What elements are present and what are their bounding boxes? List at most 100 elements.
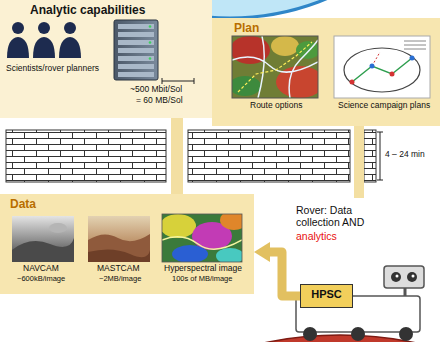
- camera-name: MASTCAM: [97, 264, 140, 274]
- hyperspectral-image: [160, 210, 248, 264]
- person-icon-part: [12, 22, 24, 34]
- image-size-slot: ~600kB/image: [17, 275, 65, 284]
- bandwidth-note-slot: = 60 MB/Sol: [136, 96, 183, 106]
- node-heading: Data: [10, 197, 36, 211]
- route-map-part: [232, 36, 318, 98]
- hpsc-chip: HPSC: [300, 284, 353, 308]
- rover-caption-slot: Rover: Data collection AND: [296, 204, 392, 228]
- server-icon-part: [118, 48, 154, 53]
- image-size: ~600kB/image: [17, 275, 65, 284]
- camera-name-slot: Hyperspectral image: [164, 264, 242, 274]
- mastcam-image-part: [88, 249, 150, 262]
- rover-figure: [296, 266, 424, 341]
- person-icon-part: [59, 37, 81, 58]
- mastcam-image-part: [88, 216, 150, 262]
- brick-wall-part: [6, 130, 166, 182]
- hyperspectral-image-part-part: [162, 237, 242, 249]
- rover-figure-part: [351, 327, 365, 341]
- rover-emphasis-slot: analytics: [296, 230, 337, 242]
- server-icon-part: [118, 24, 154, 29]
- node-heading: HPSC: [311, 288, 342, 301]
- rover-figure-part: [303, 327, 317, 341]
- camera-name-slot: MASTCAM: [97, 264, 140, 274]
- bandwidth-dimension: [162, 78, 194, 84]
- rover-figure-part: [407, 272, 417, 282]
- server-icon: [114, 20, 158, 80]
- server-icon-part: [149, 25, 152, 28]
- mars-ground: [150, 335, 440, 342]
- campaign-plan-sketch-part: [370, 64, 375, 69]
- navcam-image-part: [49, 223, 67, 233]
- server-icon-part: [118, 32, 154, 37]
- node-heading: Analytic capabilities: [30, 3, 145, 17]
- image-caption: Science campaign plans: [338, 101, 430, 111]
- rover-emphasis: analytics: [296, 230, 337, 242]
- person-icon-part: [64, 22, 76, 34]
- delay-note-slot: 4 – 24 min: [385, 150, 425, 160]
- campaign-plan-sketch-part: [334, 36, 430, 98]
- bandwidth-note: = 60 MB/Sol: [136, 96, 183, 106]
- image-caption: Route options: [250, 101, 302, 111]
- rover-figure-part: [404, 288, 407, 296]
- campaign-plan-sketch-part: [410, 56, 415, 61]
- hyperspectral-image-part-part: [162, 214, 196, 238]
- campaign-plan-sketch-part: [390, 72, 395, 77]
- image-size-slot: ~2MB/image: [99, 275, 141, 284]
- campaign-plan-sketch-part: [344, 48, 420, 92]
- route-map-part-part: [232, 76, 261, 96]
- campaign-plan-sketch-part: [352, 58, 412, 82]
- delay-note: 4 – 24 min: [385, 150, 425, 160]
- uplink-band: [354, 124, 364, 198]
- image-size: 100s of MB/image: [172, 275, 232, 284]
- campaign-plan-sketch-part: [404, 41, 426, 49]
- camera-name: NAVCAM: [23, 264, 59, 274]
- server-icon-part: [118, 56, 154, 61]
- server-icon-part: [118, 40, 154, 45]
- person-icon-part: [7, 37, 29, 58]
- route-map-part: [232, 36, 318, 98]
- campaign-plan-sketch: [334, 36, 430, 98]
- person-icon-part: [38, 22, 50, 34]
- mastcam-image-part: [88, 234, 150, 262]
- node-heading: Plan: [234, 21, 259, 35]
- navcam-image-part: [12, 238, 74, 262]
- brick-wall-part: [188, 130, 350, 182]
- image-size: ~2MB/image: [99, 275, 141, 284]
- server-icon-part: [149, 41, 152, 44]
- server-icon-part: [118, 64, 154, 69]
- hyperspectral-image-part-part: [220, 214, 242, 230]
- rover-figure-part: [399, 327, 413, 341]
- rover-figure-part: [396, 275, 399, 278]
- hyperspectral-image-part-part: [216, 248, 242, 262]
- rover-figure-part: [391, 272, 401, 282]
- image-caption-slot: Route options: [250, 101, 302, 111]
- role-caption-slot: Scientists/rover planners: [6, 64, 99, 74]
- navcam-image: [12, 216, 74, 262]
- rover-caption: Rover: Data collection AND: [296, 204, 392, 228]
- camera-name: Hyperspectral image: [164, 264, 242, 274]
- hyperspectral-image-part: [162, 214, 242, 262]
- navcam-image-part: [12, 216, 74, 262]
- brick-wall: [6, 130, 376, 182]
- bandwidth-note: ~500 Mbit/Sol: [130, 85, 182, 95]
- camera-name-slot: NAVCAM: [23, 264, 59, 274]
- route-map-part-part: [232, 36, 318, 98]
- rover-figure-part: [412, 275, 415, 278]
- route-map: [229, 36, 324, 98]
- rover-figure-part: [384, 266, 424, 288]
- server-icon-part: [149, 57, 152, 60]
- bandwidth-note-slot: ~500 Mbit/Sol: [130, 85, 182, 95]
- hyperspectral-image-part: [162, 214, 242, 262]
- role-caption: Scientists/rover planners: [6, 64, 99, 74]
- delay-dimension: [377, 132, 383, 180]
- mastcam-image: [88, 216, 150, 262]
- brick-wall-part: [364, 130, 376, 182]
- person-icon: [7, 22, 81, 58]
- image-caption-slot: Science campaign plans: [338, 101, 430, 111]
- server-icon-part: [114, 20, 158, 80]
- server-icon-part: [118, 72, 154, 77]
- route-map-part-part: [271, 36, 299, 56]
